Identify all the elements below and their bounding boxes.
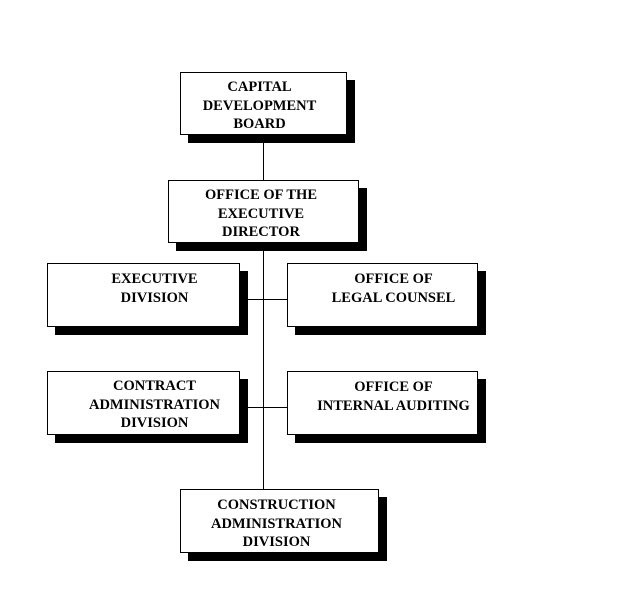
box-executive-division: EXECUTIVE DIVISION: [47, 263, 240, 327]
box-construction-administration: CONSTRUCTION ADMINISTRATION DIVISION: [180, 489, 379, 553]
box-internal-auditing: OFFICE OF INTERNAL AUDITING: [287, 371, 478, 435]
box-board: CAPITAL DEVELOPMENT BOARD: [180, 72, 347, 135]
connector-row-2: [240, 407, 287, 408]
main-connector: [263, 135, 264, 489]
box-label: CAPITAL DEVELOPMENT BOARD: [202, 79, 317, 132]
box-label: EXECUTIVE DIVISION: [111, 271, 198, 306]
box-label: OFFICE OF LEGAL COUNSEL: [331, 271, 456, 306]
box-label: OFFICE OF THE EXECUTIVE DIRECTOR: [205, 187, 317, 240]
connector-row-1: [240, 299, 287, 300]
box-executive-director: OFFICE OF THE EXECUTIVE DIRECTOR: [168, 180, 359, 243]
box-label: OFFICE OF INTERNAL AUDITING: [317, 379, 470, 414]
box-legal-counsel: OFFICE OF LEGAL COUNSEL: [287, 263, 478, 327]
box-contract-administration: CONTRACT ADMINISTRATION DIVISION: [47, 371, 240, 435]
box-label: CONSTRUCTION ADMINISTRATION DIVISION: [210, 497, 343, 550]
box-label: CONTRACT ADMINISTRATION DIVISION: [88, 378, 221, 431]
